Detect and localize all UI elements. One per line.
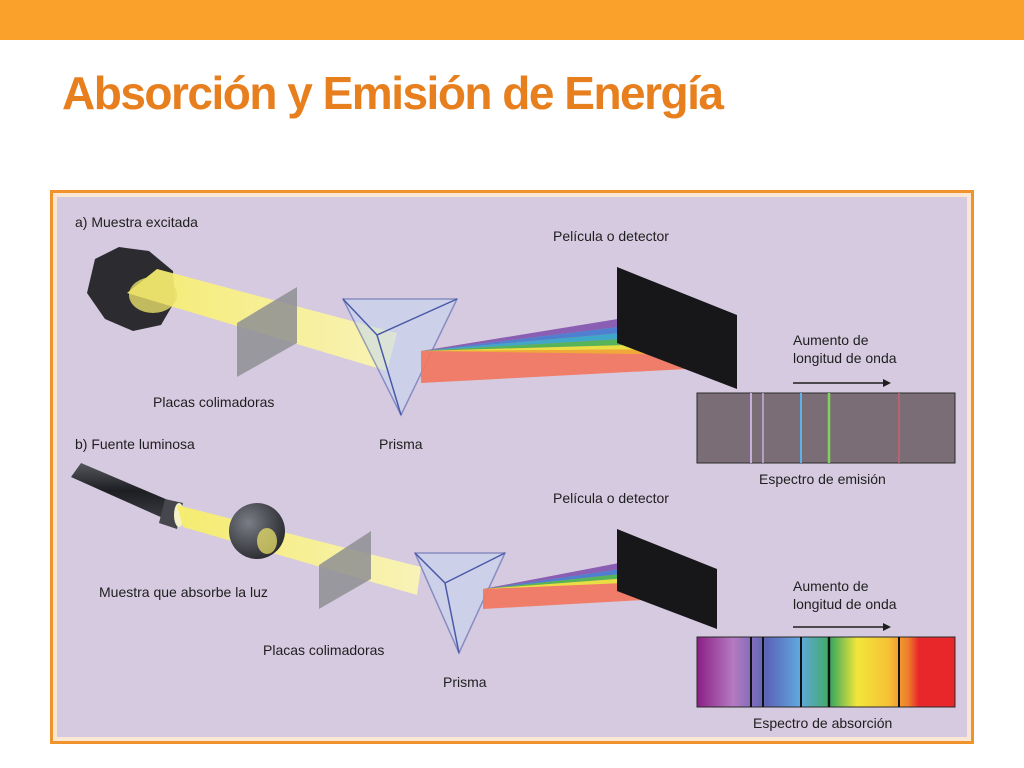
beam-spot-icon — [129, 277, 177, 313]
prism-b-icon — [413, 552, 507, 655]
part-a-wavelength-label-2: longitud de onda — [793, 350, 897, 366]
part-a-collimator-label: Placas colimadoras — [153, 394, 274, 410]
absorbing-sample-icon — [229, 503, 285, 559]
top-accent-bar — [0, 0, 1024, 40]
part-a-emission: a) Muestra excitada Película o detector … — [75, 214, 956, 487]
part-a-spectrum-label: Espectro de emisión — [759, 471, 886, 487]
collimator-plate-a — [237, 287, 297, 377]
part-b-sample-label: Muestra que absorbe la luz — [99, 584, 268, 600]
emission-spectrum — [696, 392, 956, 464]
part-a-wavelength-label-1: Aumento de — [793, 332, 869, 348]
part-b-collimator-label: Placas colimadoras — [263, 642, 384, 658]
part-b-absorption: b) Fuente luminosa Película o detector M… — [71, 436, 956, 731]
part-a-prism-label: Prisma — [379, 436, 423, 452]
part-a-heading: a) Muestra excitada — [75, 214, 198, 230]
part-b-prism-label: Prisma — [443, 674, 487, 690]
part-b-detector-label: Película o detector — [553, 490, 669, 506]
part-b-wavelength-label-2: longitud de onda — [793, 596, 897, 612]
collimator-plate-b — [319, 531, 371, 609]
part-b-wavelength-label-1: Aumento de — [793, 578, 869, 594]
part-b-spectrum-label: Espectro de absorción — [753, 715, 892, 731]
diagram-frame: a) Muestra excitada Película o detector … — [50, 190, 974, 744]
part-a-detector-label: Película o detector — [553, 228, 669, 244]
detector-plate-b — [617, 529, 717, 629]
absorption-spectrum — [696, 636, 956, 708]
detector-plate-a — [617, 267, 737, 389]
slide-title: Absorción y Emisión de Energía — [62, 67, 724, 119]
part-b-heading: b) Fuente luminosa — [75, 436, 195, 452]
flashlight-icon — [71, 463, 175, 519]
spectroscopy-diagram: a) Muestra excitada Película o detector … — [57, 197, 967, 737]
